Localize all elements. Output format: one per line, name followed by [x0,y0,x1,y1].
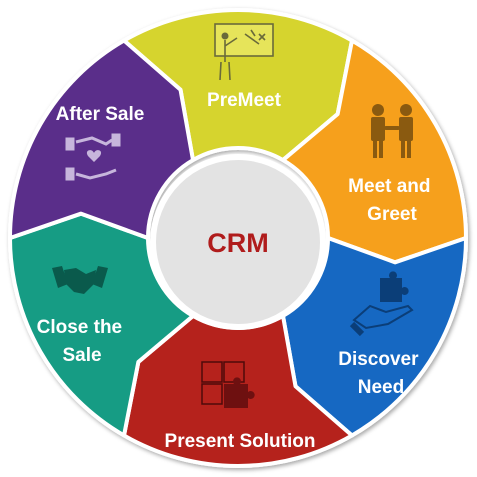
segment-label-present: Present Solution [165,431,316,452]
handshake-icon [52,266,108,294]
segment-label-discover-need: Discover Need [338,349,424,398]
center-circle [150,154,326,330]
segment-label-line: PreMeet [207,90,282,111]
segment-label-line: Discover [338,349,419,370]
presentation-board-icon [214,23,274,81]
segment-label-line: After Sale [56,104,145,125]
segment-premeet [122,8,354,163]
segment-label-line: Sale [62,345,101,366]
segment-label-line: Greet [367,204,417,225]
segment-label-after-sale: After Sale [56,104,145,125]
segment-label-premeet: PreMeet [207,90,282,111]
hands-heart-icon [65,133,121,181]
segment-discover-need [281,236,468,438]
handshake-people-icon [371,104,413,158]
segment-label-meet-greet: Meet and Greet [348,176,436,225]
segment-after-sale [8,38,195,240]
segment-label-line: Meet and [348,176,430,197]
puzzle-pieces-icon [201,361,255,408]
center-label: CRM [207,228,269,258]
segment-label-line: Close the [37,317,123,338]
segment-label-line: Present Solution [165,431,316,452]
segment-label-close: Close the Sale [37,317,128,366]
segment-label-line: Need [358,377,404,398]
hand-puzzle-icon [349,271,414,337]
